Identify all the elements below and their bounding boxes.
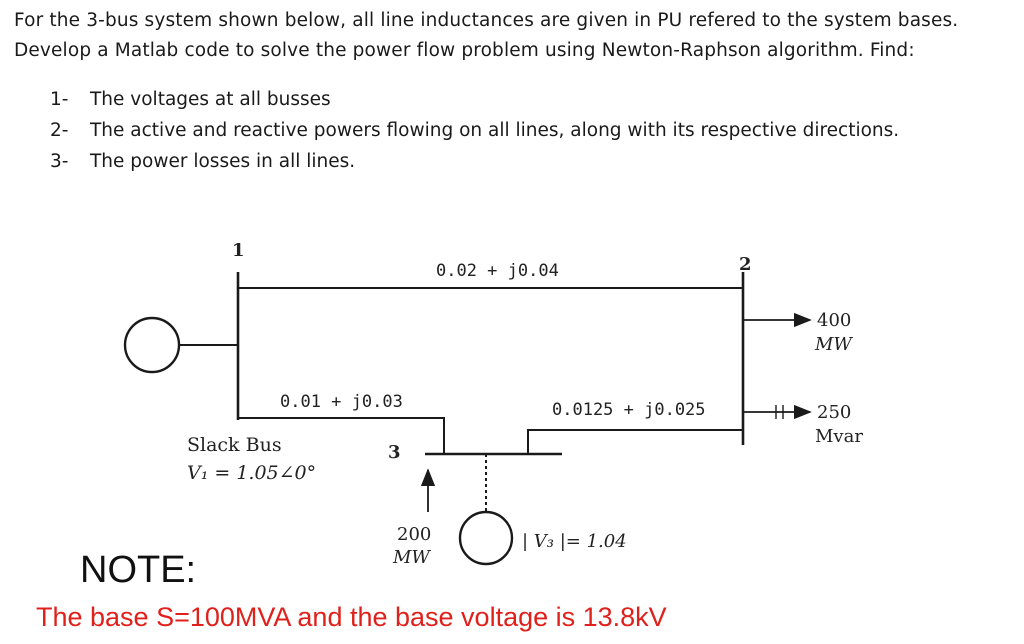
bus3-voltage: | V₃ |= 1.04 [522,531,627,552]
bus2-q-value: 250 [817,402,851,423]
slack-generator-icon [123,316,181,374]
bus2-p-unit: MW [814,334,853,355]
task-number: 2- [50,120,69,141]
task-text: The power losses in all lines. [90,151,356,172]
task-text: The active and reactive powers flowing o… [90,120,900,141]
line-1-3 [238,417,445,454]
problem-statement: For the 3-bus system shown below, all li… [14,10,959,61]
task-number: 1- [50,89,69,110]
slack-bus-voltage: V₁ = 1.05∠0° [187,462,316,484]
line-1-3-impedance: 0.01 + j0.03 [280,392,403,412]
task-text: The voltages at all busses [90,89,331,110]
bus2-q-unit: Mvar [815,426,863,447]
bus1-label: 1 [232,240,245,261]
task-number: 3- [50,151,69,172]
line-2-3 [527,429,743,454]
bus3-p-unit: MW [392,547,431,568]
task-list: 1- The voltages at all busses 2- The act… [50,84,899,177]
line-1-2-impedance: 0.02 + j0.04 [436,261,559,281]
slack-bus-title: Slack Bus [187,434,282,456]
list-item: 1- The voltages at all busses [50,84,899,115]
list-item: 3- The power losses in all lines. [50,146,899,177]
list-item: 2- The active and reactive powers flowin… [50,115,899,146]
note-title: NOTE: [80,549,197,591]
bus2-label: 2 [739,254,752,275]
bus3-generator-icon [458,510,514,566]
bus3-p-value: 200 [397,524,431,545]
note-text: The base S=100MVA and the base voltage i… [36,602,667,632]
line-2-3-impedance: 0.0125 + j0.025 [552,400,706,420]
bus2-p-value: 400 [817,310,851,331]
bus3-label: 3 [388,442,401,463]
